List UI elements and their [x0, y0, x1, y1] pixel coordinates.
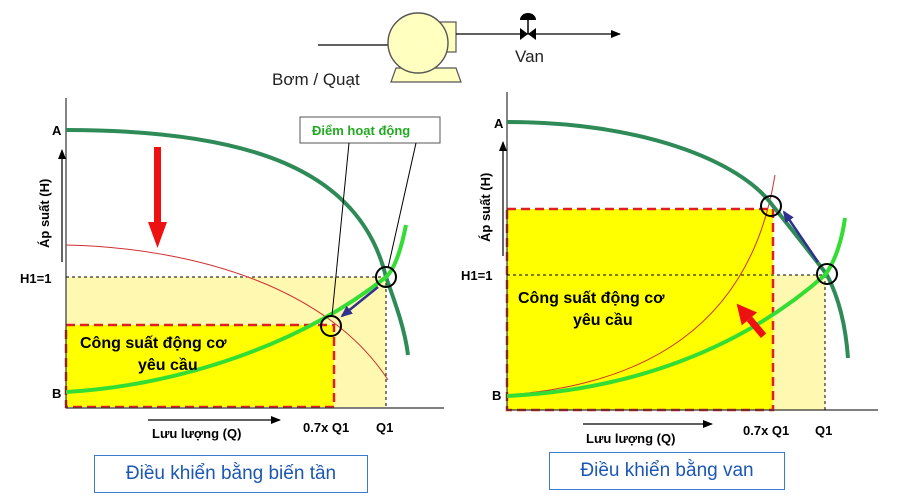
- left-system-curve: [65, 224, 408, 394]
- right-power-label-line2: yêu cầu: [573, 312, 633, 329]
- right-tick-q1: Q1: [815, 423, 832, 438]
- callout-leader-2: [387, 142, 417, 269]
- pump-valve-schematic: Bơm / Quạt Van: [272, 12, 621, 89]
- left-caption: Điều khiển bằng biến tần: [94, 455, 368, 493]
- left-h1-label: H1=1: [20, 271, 51, 286]
- right-system-curve: [506, 217, 847, 398]
- left-shift-arrow: [340, 286, 379, 318]
- right-shift-arrow: [782, 210, 820, 263]
- left-speed-reduction-arrow: [148, 147, 167, 248]
- pump-icon: [387, 12, 449, 74]
- left-point-a: A: [52, 123, 62, 138]
- left-reduced-pump-curve: [65, 244, 389, 381]
- valve-icon: [520, 13, 536, 40]
- left-x-axis-label: Lưu lượng (Q): [152, 426, 241, 441]
- right-point-b: B: [492, 388, 501, 403]
- operating-point-callout: [299, 116, 441, 144]
- right-new-operating-point: [760, 195, 782, 217]
- callout-leader-1: [331, 142, 350, 317]
- left-point-b: B: [52, 386, 61, 401]
- left-panel: Áp suất (H) Lưu lượng (Q) A B H1=1 0.7x …: [20, 98, 444, 441]
- right-operating-point: [816, 263, 838, 285]
- right-tick-07q1: 0.7x Q1: [743, 423, 789, 438]
- right-x-axis-label: Lưu lượng (Q): [586, 431, 675, 446]
- left-operating-point: [375, 266, 397, 288]
- left-y-axis-label: Áp suất (H): [37, 179, 52, 248]
- left-pump-curve: [65, 128, 410, 356]
- left-power-label-line2: yêu cầu: [138, 357, 198, 374]
- right-pump-curve: [506, 120, 850, 359]
- left-power-area: [64, 323, 336, 409]
- right-y-axis-label: Áp suất (H): [478, 173, 493, 242]
- right-throttled-system-curve: [506, 174, 776, 396]
- left-new-operating-point: [320, 315, 342, 337]
- valve-label: Van: [515, 47, 544, 66]
- pump-label: Bơm / Quạt: [272, 70, 360, 89]
- operating-point-label: Điểm hoạt động: [312, 123, 410, 138]
- right-power-area: [505, 207, 775, 412]
- right-point-a: A: [494, 116, 504, 131]
- right-throttle-arrow: [736, 303, 767, 339]
- left-tick-q1: Q1: [376, 420, 393, 435]
- left-tick-07q1: 0.7x Q1: [303, 420, 349, 435]
- right-h1-label: H1=1: [461, 268, 492, 283]
- right-caption: Điều khiển bằng van: [549, 452, 785, 490]
- right-power-label-line1: Công suất động cơ: [518, 290, 665, 307]
- right-panel: Áp suất (H) Lưu lượng (Q) A B H1=1 0.7x …: [461, 92, 878, 446]
- left-power-label-line1: Công suất động cơ: [80, 335, 227, 352]
